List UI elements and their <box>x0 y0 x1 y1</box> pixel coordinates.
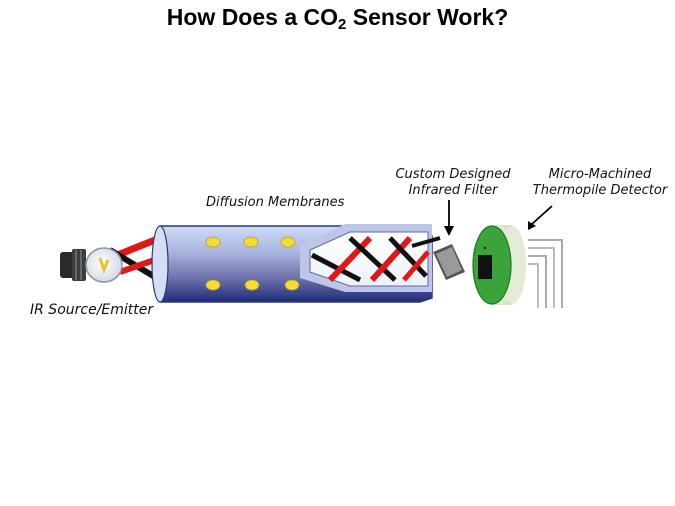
label-filter-line1: Custom Designed <box>395 167 511 182</box>
membrane-hole <box>280 236 296 248</box>
infrared-filter <box>433 244 465 280</box>
title-subscript: 2 <box>338 16 347 33</box>
membrane-hole <box>243 236 259 248</box>
callout-arrows <box>444 200 553 236</box>
membrane-hole <box>284 279 300 291</box>
title-tail: Sensor Work? <box>346 4 509 30</box>
thermopile-detector <box>472 225 563 308</box>
label-ir-source: IR Source/Emitter <box>30 302 154 318</box>
ir-source-emitter <box>60 247 123 283</box>
ir-beam-inside <box>310 235 441 283</box>
label-diffusion-membranes: Diffusion Membranes <box>206 195 345 210</box>
membrane-hole <box>205 279 221 291</box>
membrane-hole <box>205 236 221 248</box>
membrane-holes <box>205 236 300 291</box>
detector-arrow <box>531 205 553 225</box>
membrane-hole <box>244 279 260 291</box>
page-title: How Does a CO2 Sensor Work? <box>0 4 675 33</box>
title-main: How Does a CO <box>166 4 339 30</box>
label-filter-line2: Infrared Filter <box>408 183 498 198</box>
label-detector-line2: Thermopile Detector <box>532 183 668 198</box>
label-detector-line1: Micro-Machined <box>548 167 652 182</box>
label-thermopile-detector: Micro-Machined Thermopile Detector <box>530 167 670 199</box>
label-infrared-filter: Custom Designed Infrared Filter <box>392 167 514 199</box>
